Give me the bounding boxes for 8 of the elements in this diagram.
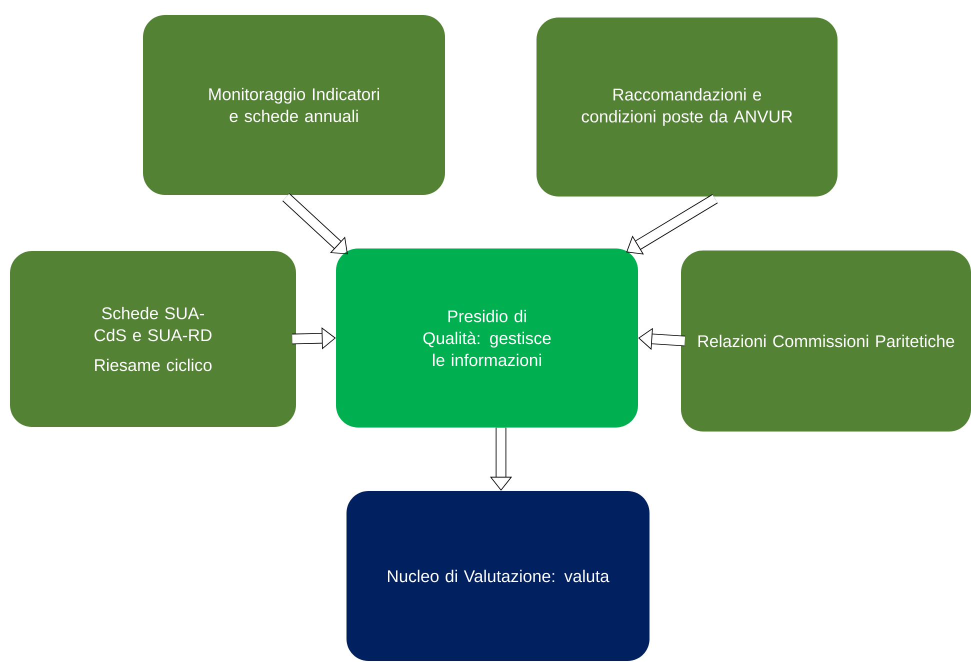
block-arrow (282, 193, 348, 254)
result-box: Nucleo di Valutazione: valuta (346, 490, 650, 661)
block-arrow (626, 194, 718, 255)
process-box: Relazioni Commissioni Paritetiche (681, 250, 971, 432)
central-box: Presidio di Qualità: gestisce le informazioni (336, 248, 638, 428)
process-box: Monitoraggio Indicatori e schede annuali (143, 15, 445, 195)
process-box: Schede SUA-CdS e SUA-RD Riesame ciclico (10, 250, 296, 427)
process-box: Raccomandazioni e condizioni poste da ANVUR (536, 18, 838, 196)
